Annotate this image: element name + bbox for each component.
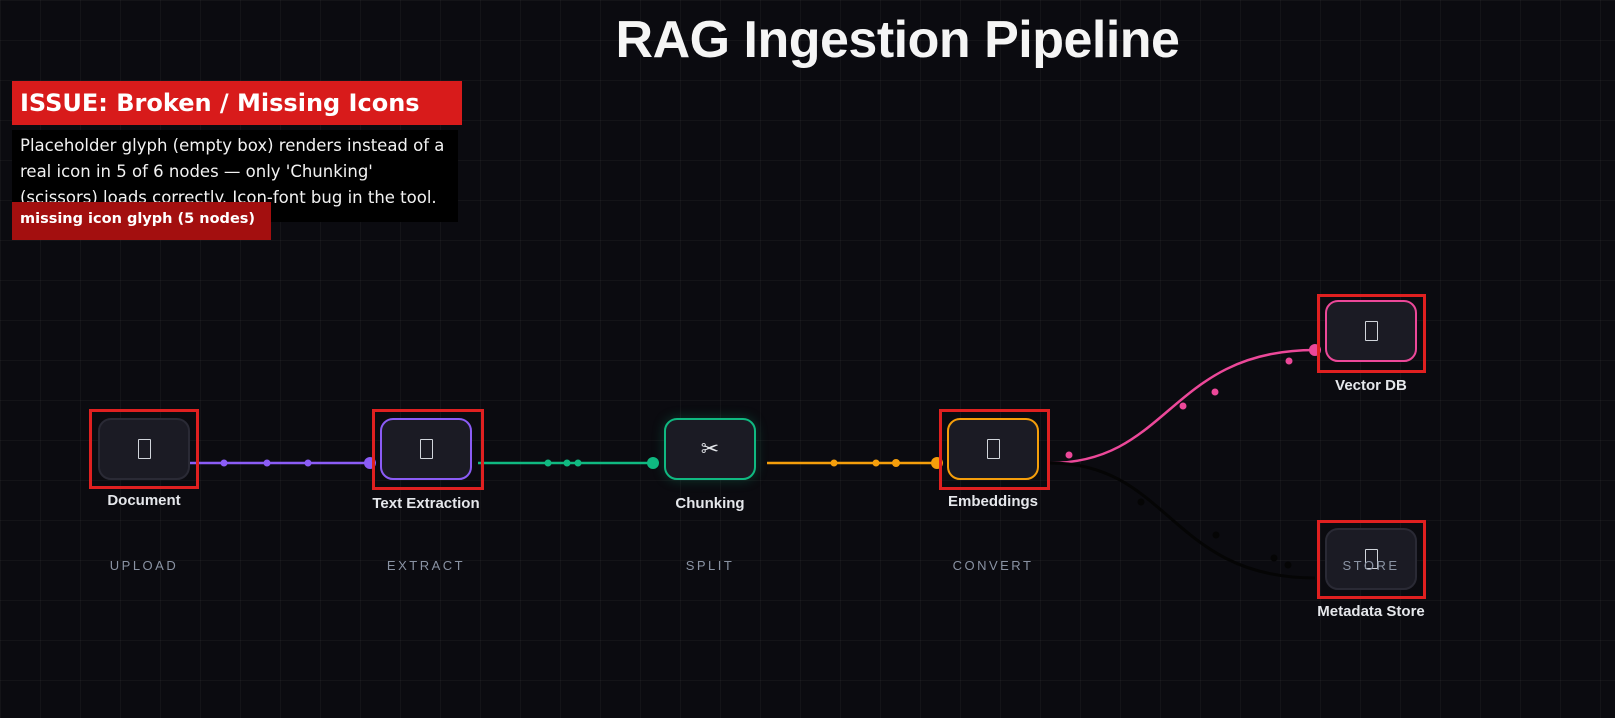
flow-dot bbox=[1284, 561, 1292, 569]
node-label-embeddings: Embeddings bbox=[947, 493, 1038, 510]
highlight-box-vector-db bbox=[1317, 294, 1426, 373]
missing-glyph-icon bbox=[986, 439, 1000, 459]
node-label-text-extraction: Text Extraction bbox=[372, 495, 480, 512]
flow-dot bbox=[830, 459, 838, 467]
flow-dot bbox=[1065, 451, 1073, 459]
flow-dot bbox=[574, 459, 582, 467]
stage-label-upload: UPLOAD bbox=[109, 558, 179, 573]
node-document[interactable] bbox=[98, 418, 190, 480]
edge-embeddings-metadata-store bbox=[1049, 461, 1316, 580]
flow-dot bbox=[1285, 357, 1293, 365]
highlight-box-text-extraction bbox=[372, 409, 484, 490]
node-metadata-store[interactable] bbox=[1325, 528, 1417, 590]
page-title: RAG Ingestion Pipeline bbox=[615, 11, 1180, 69]
stage-label-convert: CONVERT bbox=[952, 558, 1034, 573]
scissors-icon: ✂ bbox=[700, 436, 720, 462]
missing-glyph-icon bbox=[419, 439, 433, 459]
node-text-extraction[interactable] bbox=[380, 418, 472, 480]
node-label-vector-db: Vector DB bbox=[1335, 377, 1407, 394]
flow-dot bbox=[1270, 554, 1278, 562]
missing-glyph-icon bbox=[1364, 321, 1378, 341]
issue-title: ISSUE: Broken / Missing Icons bbox=[12, 81, 462, 125]
flow-dot bbox=[563, 459, 571, 467]
stage-label-store: STORE bbox=[1342, 558, 1400, 573]
flow-dot bbox=[304, 459, 312, 467]
flow-dot bbox=[872, 459, 880, 467]
highlight-box-embeddings bbox=[939, 409, 1050, 490]
node-label-document: Document bbox=[107, 492, 181, 509]
edge-embeddings-vector-db bbox=[1049, 348, 1316, 465]
flow-dot bbox=[892, 459, 900, 467]
flow-dot bbox=[220, 459, 228, 467]
node-label-chunking: Chunking bbox=[675, 495, 745, 512]
flow-dot bbox=[1211, 388, 1219, 396]
highlight-box-metadata-store bbox=[1317, 520, 1426, 599]
node-label-metadata-store: Metadata Store bbox=[1317, 603, 1425, 620]
node-embeddings[interactable] bbox=[947, 418, 1039, 480]
missing-glyph-icon bbox=[1364, 549, 1378, 569]
edge-port bbox=[647, 457, 659, 469]
node-vector-db[interactable] bbox=[1325, 300, 1417, 362]
stage-label-extract: EXTRACT bbox=[386, 558, 466, 573]
missing-glyph-icon bbox=[137, 439, 151, 459]
flow-dot bbox=[1212, 531, 1220, 539]
flow-dot bbox=[1179, 402, 1187, 410]
highlight-box-document bbox=[89, 409, 199, 489]
stage-label-split: SPLIT bbox=[685, 558, 735, 573]
issue-tag: missing icon glyph (5 nodes) bbox=[12, 202, 271, 240]
flow-dot bbox=[263, 459, 271, 467]
flow-dot bbox=[544, 459, 552, 467]
node-chunking[interactable]: ✂ bbox=[664, 418, 756, 480]
flow-dot bbox=[1137, 498, 1145, 506]
